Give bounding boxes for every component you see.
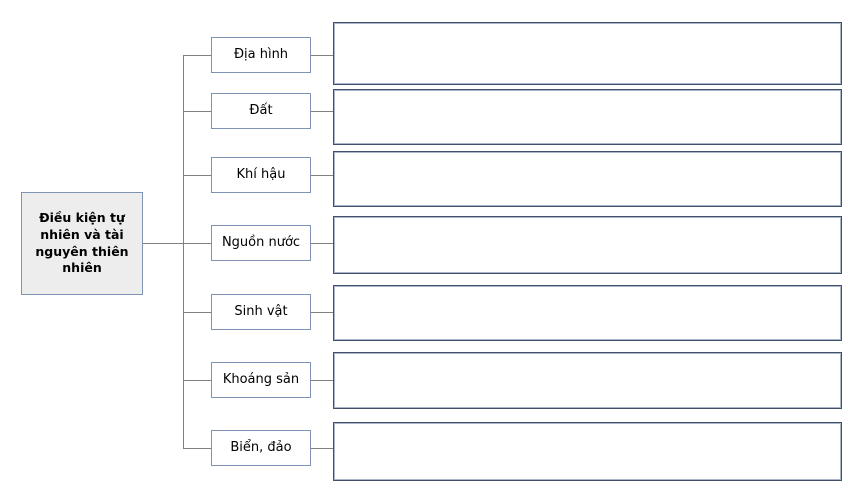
content-box-dia-hinh[interactable] [333, 22, 842, 85]
connector-root-stem [143, 243, 183, 244]
branch-label-text: Đất [249, 103, 273, 119]
connector-branch-stub [183, 175, 211, 176]
branch-label-khoang-san[interactable]: Khoáng sản [211, 362, 311, 398]
connector-trunk [183, 55, 184, 449]
connector-branch-stub [183, 111, 211, 112]
branch-label-bien-dao[interactable]: Biển, đảo [211, 430, 311, 466]
connector-branch-stub [183, 243, 211, 244]
branch-label-khi-hau[interactable]: Khí hậu [211, 157, 311, 193]
connector-content-link [311, 175, 333, 176]
branch-label-dat[interactable]: Đất [211, 93, 311, 129]
content-box-text [334, 90, 841, 100]
content-box-khoang-san[interactable] [333, 352, 842, 409]
branch-label-text: Sinh vật [234, 304, 288, 320]
content-box-khi-hau[interactable] [333, 151, 842, 207]
connector-content-link [311, 312, 333, 313]
branch-label-text: Địa hình [233, 47, 289, 63]
connector-branch-stub [183, 312, 211, 313]
content-box-text [334, 217, 841, 227]
connector-content-link [311, 55, 333, 56]
content-box-text [334, 286, 841, 296]
content-box-dat[interactable] [333, 89, 842, 145]
connector-content-link [311, 243, 333, 244]
content-box-bien-dao[interactable] [333, 422, 842, 481]
branch-label-text: Khí hậu [236, 167, 286, 183]
branch-label-text: Nguồn nước [221, 235, 301, 251]
connector-branch-stub [183, 380, 211, 381]
branch-label-dia-hinh[interactable]: Địa hình [211, 37, 311, 73]
branch-label-text: Khoáng sản [222, 372, 300, 388]
content-box-text [334, 152, 841, 162]
content-box-sinh-vat[interactable] [333, 285, 842, 341]
content-box-text [334, 23, 841, 33]
branch-label-nguon-nuoc[interactable]: Nguồn nước [211, 225, 311, 261]
connector-content-link [311, 448, 333, 449]
connector-branch-stub [183, 55, 211, 56]
content-box-nguon-nuoc[interactable] [333, 216, 842, 274]
branch-label-sinh-vat[interactable]: Sinh vật [211, 294, 311, 330]
root-node[interactable]: Điều kiện tự nhiên và tài nguyên thiên n… [21, 192, 143, 295]
connector-content-link [311, 380, 333, 381]
content-box-text [334, 423, 841, 433]
content-box-text [334, 353, 841, 363]
connector-content-link [311, 111, 333, 112]
connector-branch-stub [183, 448, 211, 449]
root-node-label: Điều kiện tự nhiên và tài nguyên thiên n… [35, 209, 129, 276]
branch-label-text: Biển, đảo [230, 440, 292, 456]
